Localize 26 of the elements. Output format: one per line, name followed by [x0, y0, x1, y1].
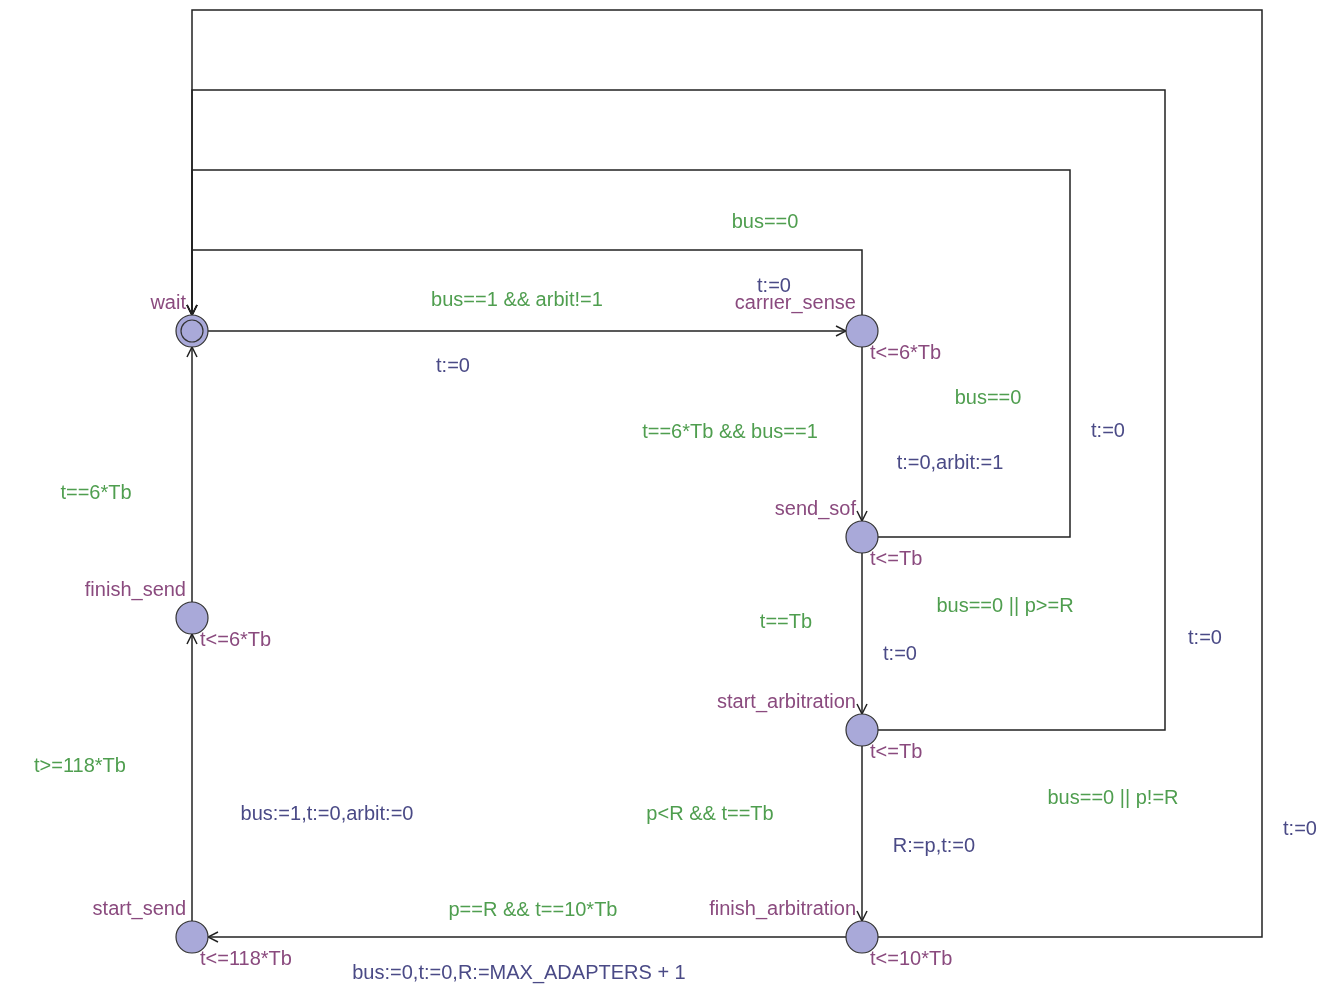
update-label: bus:=0,t:=0,R:=MAX_ADAPTERS + 1 [351, 961, 687, 983]
location-name: wait [150, 291, 186, 313]
location-invariant: t<=Tb [870, 740, 923, 762]
edge-label: bus==0 || p!=R [1046, 786, 1180, 808]
transition-arrow [186, 346, 198, 603]
transition-arrow [856, 346, 868, 522]
transition-arrow [856, 552, 868, 715]
transition-arrow [207, 931, 847, 943]
location-invariant: t<=Tb [870, 547, 923, 569]
location-invariant: t<=10*Tb [870, 947, 953, 969]
transition-arrow [186, 633, 198, 922]
edge-label: bus==0 || p>=R [935, 594, 1075, 616]
transition-arrow [186, 9, 1263, 938]
location-invariant: t<=6*Tb [870, 341, 942, 363]
edge-label: p<R && t==Tb [645, 802, 775, 824]
location-name: start_arbitration [717, 690, 856, 712]
update-label: bus:=1,t:=0,arbit:=0 [239, 802, 415, 824]
location-name: finish_arbitration [709, 897, 856, 919]
location-invariant: t<=6*Tb [200, 628, 272, 650]
location-name: start_send [92, 897, 186, 919]
location-invariant: t<=118*Tb [200, 947, 292, 969]
location-name: finish_send [84, 578, 186, 600]
location-name: send_sof [774, 497, 856, 519]
edge-label: p==R && t==10*Tb [447, 898, 619, 920]
transition-arrow [856, 745, 868, 922]
update-label: t:=0,arbit:=1 [895, 451, 1005, 473]
